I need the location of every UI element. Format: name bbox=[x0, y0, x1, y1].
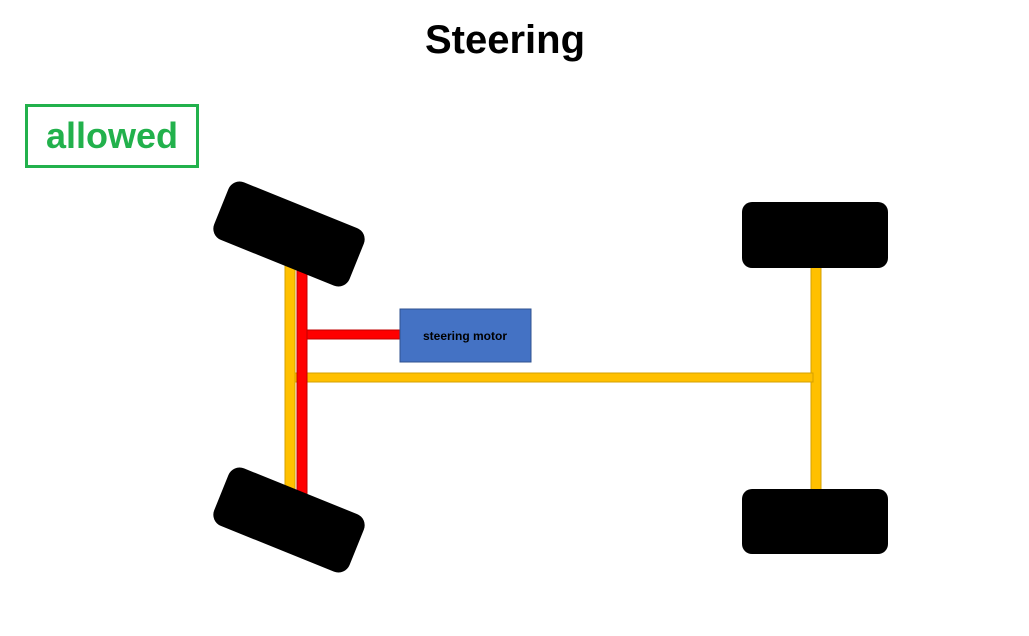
front-left-wheel bbox=[213, 181, 365, 287]
front-axle bbox=[284, 264, 296, 492]
steering-motor bbox=[399, 308, 532, 363]
rear-right-wheel bbox=[742, 489, 888, 554]
rear-left-wheel bbox=[742, 202, 888, 268]
allowed-badge: allowed bbox=[25, 104, 199, 168]
chassis-beam bbox=[294, 372, 814, 383]
steering-motor-link bbox=[306, 329, 402, 340]
steering-motor-label: steering motor bbox=[423, 329, 507, 343]
page-title: Steering bbox=[424, 18, 586, 62]
front-right-wheel bbox=[213, 467, 365, 573]
steering-tie-rod bbox=[296, 267, 308, 495]
